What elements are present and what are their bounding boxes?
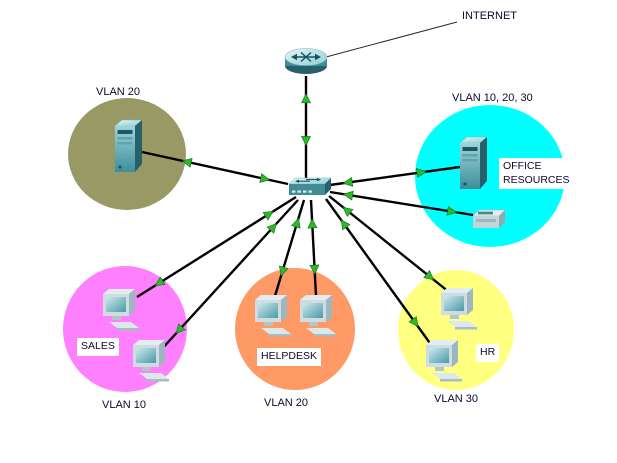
pc-icon[interactable] bbox=[129, 338, 171, 382]
switch-icon[interactable] bbox=[284, 177, 332, 201]
zone-label-office-resources: VLAN 10, 20, 30 bbox=[452, 92, 533, 104]
internet-label: INTERNET bbox=[462, 10, 517, 22]
pc-icon[interactable] bbox=[99, 287, 141, 331]
zone-circle-helpdesk bbox=[235, 268, 355, 390]
server-icon[interactable] bbox=[111, 119, 143, 173]
zone-label-hr: VLAN 30 bbox=[434, 393, 479, 405]
zone-label-sales: VLAN 10 bbox=[102, 399, 147, 411]
pc-icon[interactable] bbox=[296, 293, 338, 337]
callout-hr: HR bbox=[476, 344, 500, 362]
pc-icon[interactable] bbox=[251, 293, 293, 337]
callout-office-resources: OFFICE RESOURCES bbox=[499, 158, 571, 190]
callout-helpdesk: HELPDESK bbox=[257, 348, 322, 366]
pc-icon[interactable] bbox=[437, 286, 479, 330]
router-icon[interactable] bbox=[282, 47, 330, 77]
zone-label-vlan20-server: VLAN 20 bbox=[96, 86, 141, 98]
pc-icon[interactable] bbox=[422, 338, 464, 382]
zone-label-helpdesk: VLAN 20 bbox=[264, 397, 309, 409]
printer-icon[interactable] bbox=[470, 207, 508, 233]
server-icon[interactable] bbox=[456, 136, 488, 190]
callout-sales: SALES bbox=[77, 338, 119, 356]
